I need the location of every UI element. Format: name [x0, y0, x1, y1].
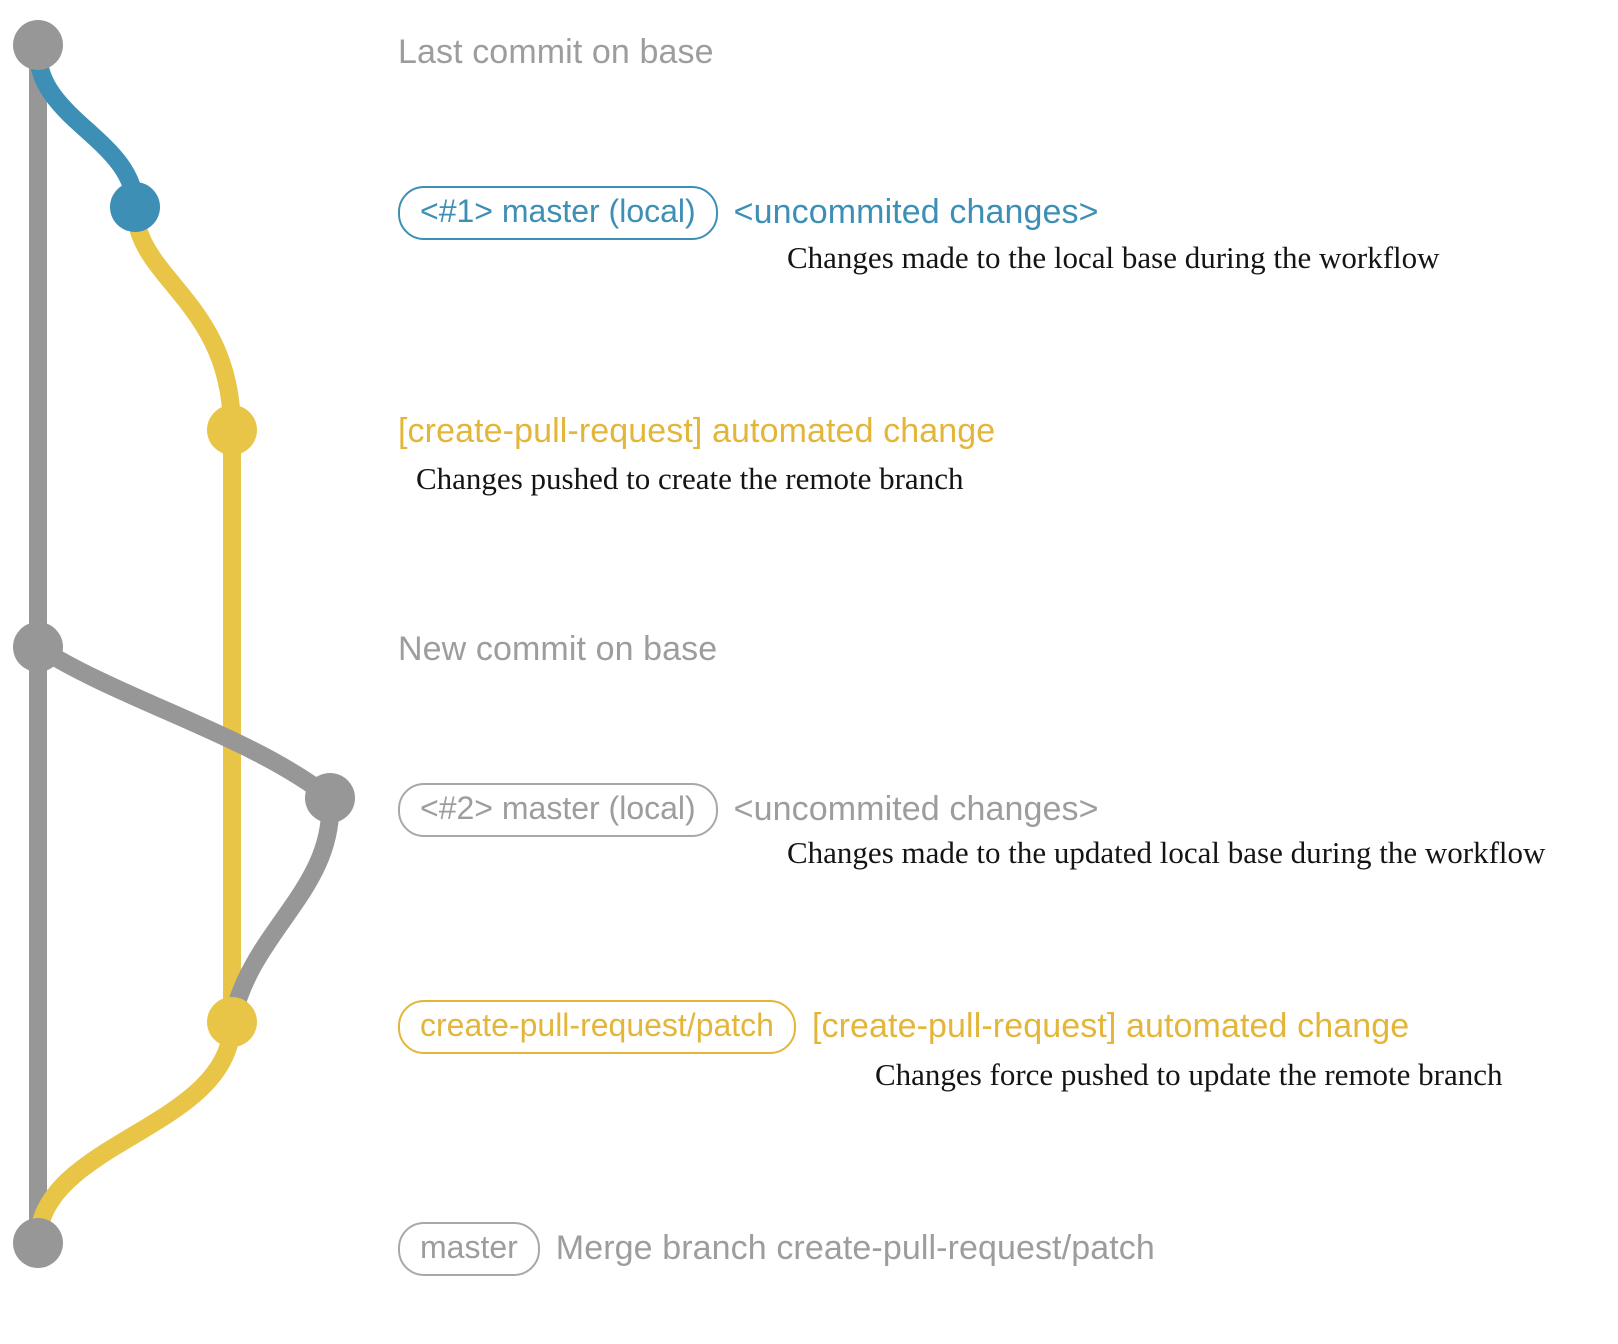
note-local-2: Changes made to the updated local base d…: [787, 835, 1546, 870]
commit-subject-local-1: <uncommited changes>: [733, 193, 1099, 232]
ref-badge-master[interactable]: master: [398, 1222, 540, 1276]
commit-subject-patch-branch: [create-pull-request] automated change: [811, 1007, 1410, 1046]
commit-subject-pushed-branch: [create-pull-request] automated change: [398, 412, 996, 450]
entry-row-local-1: <#1> master (local) <uncommited changes>: [398, 186, 1099, 240]
node-local-2: [305, 773, 355, 823]
node-master-tip: [13, 1218, 63, 1268]
commit-nodes: [13, 20, 355, 1268]
section-title-last-commit-on-base: Last commit on base: [398, 33, 714, 71]
entry-row-local-2: <#2> master (local) <uncommited changes>: [398, 783, 1099, 837]
node-local-1: [110, 182, 160, 232]
note-pushed-branch: Changes pushed to create the remote bran…: [416, 461, 964, 496]
ref-badge-create-pull-request-patch[interactable]: create-pull-request/patch: [398, 1000, 796, 1054]
edge-patch2-to-master: [29, 1013, 241, 1252]
commit-subject-local-2: <uncommited changes>: [733, 790, 1099, 829]
note-patch-branch: Changes force pushed to update the remot…: [875, 1057, 1503, 1092]
entry-row-patch-branch: create-pull-request/patch [create-pull-r…: [398, 1000, 1409, 1054]
ref-badge-master-local-2[interactable]: <#2> master (local): [398, 783, 718, 837]
edge-local1-to-patch1: [126, 198, 241, 439]
node-patch-2: [207, 997, 257, 1047]
section-title-new-commit-on-base: New commit on base: [398, 630, 718, 668]
edge-base-to-local1: [29, 43, 144, 216]
edge-local2-to-patch2: [223, 789, 340, 1031]
node-base-new: [13, 622, 63, 672]
edge-basenew-to-local2: [29, 638, 339, 807]
commit-subject-master-merge: Merge branch create-pull-request/patch: [555, 1229, 1155, 1268]
node-base-top: [13, 20, 63, 70]
note-local-1: Changes made to the local base during th…: [787, 240, 1440, 275]
entry-row-master-merge: master Merge branch create-pull-request/…: [398, 1222, 1155, 1276]
node-patch-1: [207, 405, 257, 455]
ref-badge-master-local-1[interactable]: <#1> master (local): [398, 186, 718, 240]
